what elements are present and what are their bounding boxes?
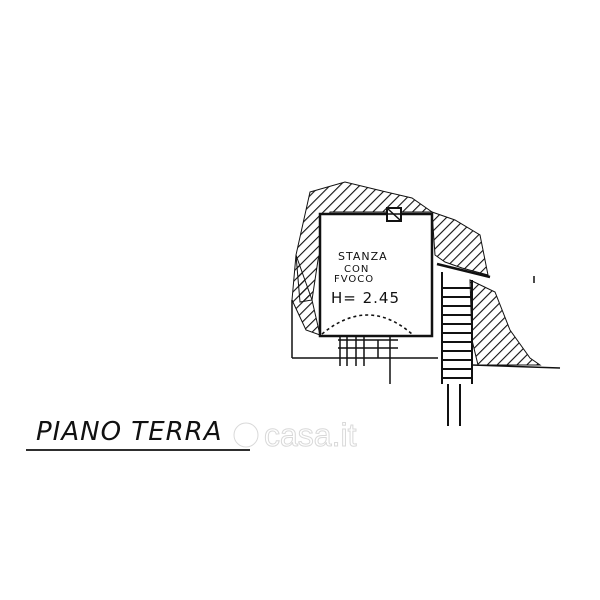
hatch-left — [291, 254, 321, 336]
entrance-steps — [291, 300, 561, 384]
room-label-line2: CON — [344, 264, 369, 275]
room-outline — [318, 212, 434, 338]
room-height-label: H= 2.45 — [331, 289, 400, 307]
hatch-right-top — [431, 211, 489, 276]
floor-label: PIANO TERRA — [36, 417, 223, 447]
hatch-right — [469, 279, 542, 366]
floor-label-group: PIANO TERRA — [26, 417, 250, 451]
fireplace-icon — [380, 207, 410, 222]
watermark: casa.it — [233, 417, 357, 454]
room-label-line1: STANZA — [338, 250, 388, 263]
vault-arc — [321, 314, 413, 335]
room-label-line3: FVOCO — [334, 274, 374, 285]
room: STANZA CON FVOCO H= 2.45 — [318, 207, 434, 338]
watermark-text: casa.it — [264, 417, 357, 453]
staircase — [436, 262, 535, 426]
